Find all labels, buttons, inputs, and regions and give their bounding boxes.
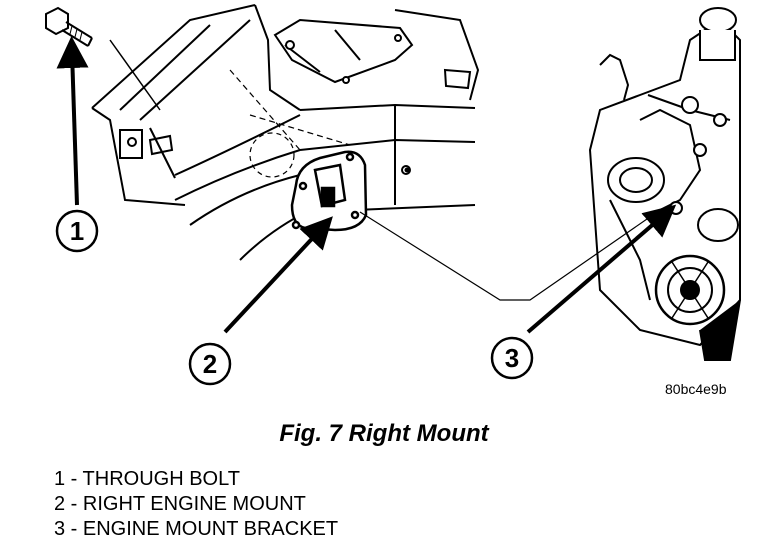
through-bolt-drawing (45, 6, 93, 47)
callout-3-label: 3 (505, 343, 519, 373)
legend-number: 2 (54, 493, 66, 515)
right-mount-illustration: 1 2 3 80bc4e9b (45, 4, 741, 397)
legend-label: - THROUGH BOLT (65, 468, 240, 490)
legend-item-right-engine-mount: 2 - RIGHT ENGINE MOUNT (54, 492, 338, 517)
callout-2: 2 (188, 342, 232, 386)
legend-item-engine-mount-bracket: 3 - ENGINE MOUNT BRACKET (54, 517, 338, 542)
callout-1-label: 1 (70, 216, 84, 246)
frame-rail-drawing (91, 4, 476, 261)
leader-arrow-2 (223, 216, 333, 334)
legend-number: 1 (54, 468, 66, 490)
legend-label: - ENGINE MOUNT BRACKET (65, 518, 339, 540)
figure-ref-code: 80bc4e9b (665, 381, 727, 397)
legend-number: 3 (54, 518, 66, 540)
leader-arrows (56, 36, 677, 334)
legend-item-through-bolt: 1 - THROUGH BOLT (54, 467, 338, 492)
leader-arrow-3 (526, 204, 677, 334)
callout-1: 1 (55, 209, 99, 253)
alignment-line (359, 209, 661, 301)
leader-arrow-1 (56, 36, 89, 206)
legend-label: - RIGHT ENGINE MOUNT (65, 493, 306, 515)
callout-3: 3 (490, 336, 534, 380)
parts-legend: 1 - THROUGH BOLT 2 - RIGHT ENGINE MOUNT … (54, 467, 338, 542)
engine-drawing (588, 7, 741, 361)
crossmember-bracket-drawing (273, 9, 480, 101)
callout-2-label: 2 (203, 349, 217, 379)
right-engine-mount-drawing (290, 150, 368, 232)
figure-caption: Fig. 7 Right Mount (279, 420, 489, 447)
